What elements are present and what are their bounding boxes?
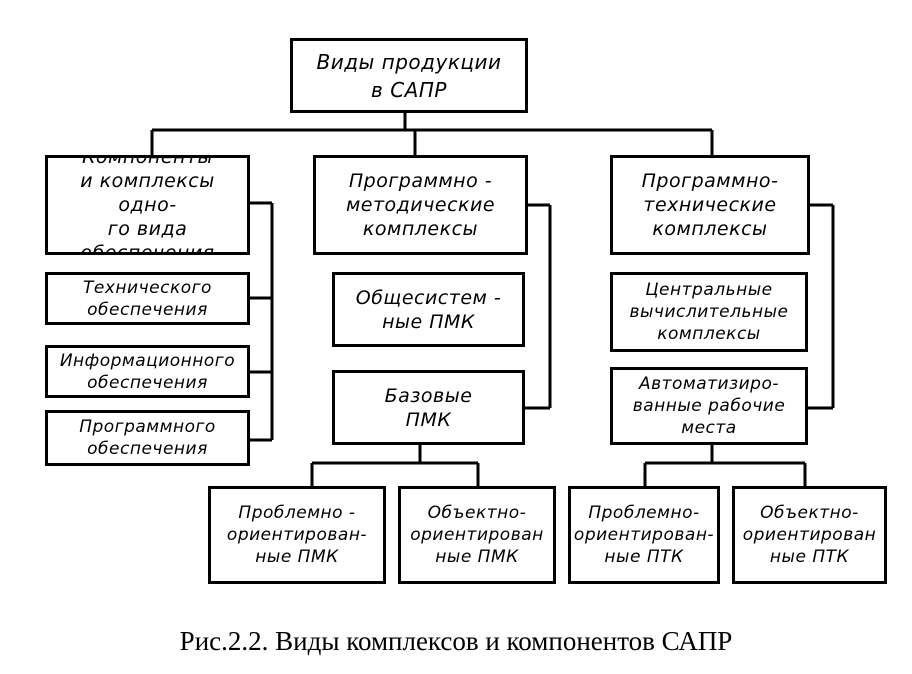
- column3-sub-problem-oriented: Проблемно- ориентирован- ные ПТК: [568, 486, 720, 584]
- column2-sub-object-oriented: Объектно- ориентирован ные ПМК: [398, 486, 556, 584]
- column1-header: Компоненты и комплексы одно- го вида обе…: [45, 155, 250, 255]
- column3-header: Программно- технические комплексы: [610, 155, 810, 255]
- column1-item-software: Программного обеспечения: [45, 410, 250, 466]
- column1-item-technical: Технического обеспечения: [45, 272, 250, 325]
- column1-item-information: Информационного обеспечения: [45, 345, 250, 398]
- root-node: Виды продукции в САПР: [290, 38, 528, 113]
- column2-item-base-pmk: Базовые ПМК: [332, 370, 525, 445]
- column3-sub-object-oriented: Объектно- ориентирован ные ПТК: [732, 486, 887, 584]
- figure-caption: Рис.2.2. Виды комплексов и компонентов С…: [179, 626, 733, 656]
- column3-item-workstations: Автоматизиро- ванные рабочие места: [610, 367, 808, 445]
- column2-sub-problem-oriented: Проблемно - ориентирован- ные ПМК: [208, 486, 386, 584]
- column3-item-central-computing: Центральные вычислительные комплексы: [610, 272, 808, 352]
- column2-item-general-system: Общесистем - ные ПМК: [332, 272, 525, 347]
- column2-header: Программно - методические комплексы: [313, 155, 528, 255]
